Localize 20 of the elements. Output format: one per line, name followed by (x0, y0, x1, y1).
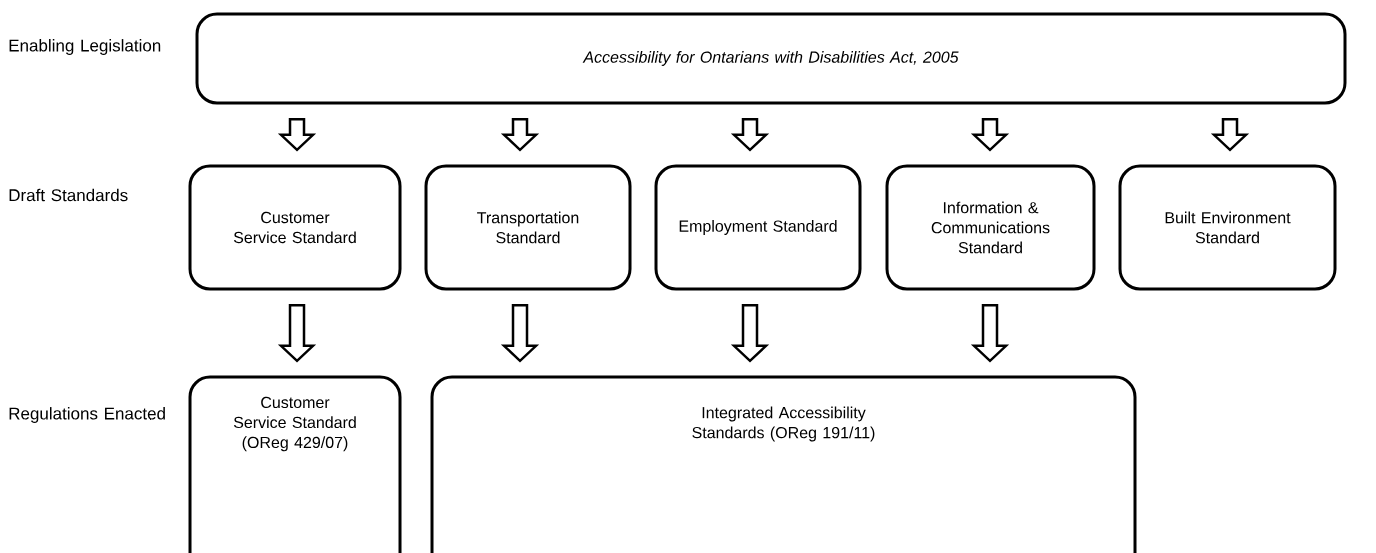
row-label: Regulations Enacted (9, 407, 165, 423)
rounded-box: Customer Service Standard (OReg 429/07) (188, 375, 402, 553)
rounded-box: Customer Service Standard (188, 164, 402, 291)
row-label: Enabling Legislation (9, 39, 161, 55)
rounded-box: Built Environment Standard (1118, 164, 1337, 291)
rounded-box: Employment Standard (654, 164, 862, 291)
rounded-box: Integrated Accessibility Standards (OReg 191/11) (430, 375, 1137, 553)
block-arrow (970, 303, 1010, 363)
block-arrow (730, 117, 770, 152)
block-arrow (500, 117, 540, 152)
block-arrow (277, 117, 317, 152)
block-arrow (277, 303, 317, 363)
block-arrow (970, 117, 1010, 152)
block-arrow (730, 303, 770, 363)
rounded-box: Accessibility for Ontarians with Disabilities Act, 2005 (195, 12, 1347, 105)
rounded-box: Information & Communications Standard (885, 164, 1096, 291)
rounded-box: Transportation Standard (424, 164, 632, 291)
row-label: Draft Standards (9, 188, 128, 202)
block-arrow (500, 303, 540, 363)
block-arrow (1210, 117, 1250, 152)
